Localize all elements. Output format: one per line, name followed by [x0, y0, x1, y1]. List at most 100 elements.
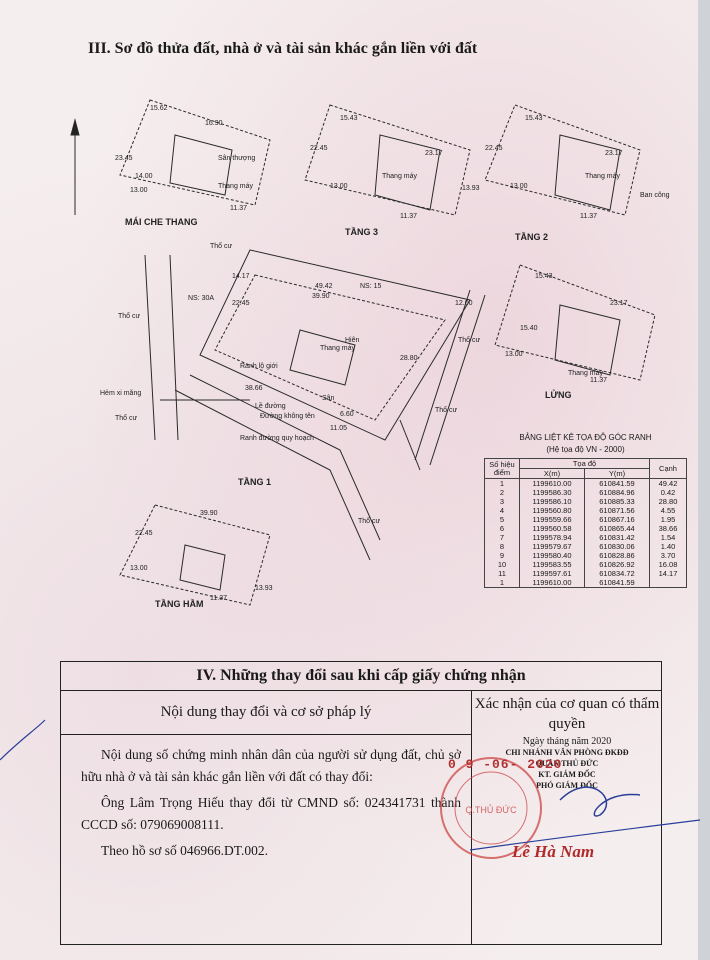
- svg-text:38.66: 38.66: [245, 385, 263, 392]
- svg-text:NS: 30A: NS: 30A: [188, 295, 214, 302]
- svg-text:Lề đường: Lề đường: [255, 401, 286, 410]
- svg-text:Thổ cư: Thổ cư: [210, 242, 233, 250]
- svg-text:NS: 15: NS: 15: [360, 283, 382, 290]
- label-mai-che-thang: MÁI CHE THANG: [125, 217, 198, 227]
- svg-text:Thang máy: Thang máy: [382, 173, 418, 180]
- section4-box: IV. Những thay đổi sau khi cấp giấy chứn…: [60, 661, 662, 945]
- svg-text:23.17: 23.17: [605, 150, 623, 157]
- change-paragraph-3: Theo hồ sơ số 046966.DT.002.: [101, 843, 269, 858]
- svg-text:Ranh đường quy hoạch: Ranh đường quy hoạch: [240, 435, 314, 442]
- svg-text:23.17: 23.17: [425, 150, 443, 157]
- left-column-header: Nội dung thay đổi và cơ sở pháp lý: [61, 690, 471, 735]
- svg-text:13.00: 13.00: [330, 183, 348, 190]
- svg-text:15.43: 15.43: [525, 115, 543, 122]
- signer-name: Lê Hà Nam: [512, 842, 595, 861]
- label-tang-2: TẦNG 2: [515, 232, 548, 242]
- official-seal-icon: Q.THỦ ĐỨC: [440, 757, 542, 859]
- org-line-4: PHÓ GIÁM ĐỐC: [536, 781, 598, 790]
- svg-text:16.90: 16.90: [205, 120, 223, 127]
- section4-title: IV. Những thay đổi sau khi cấp giấy chứn…: [61, 662, 661, 691]
- svg-text:13.00: 13.00: [130, 187, 148, 194]
- svg-text:22.45: 22.45: [310, 145, 328, 152]
- svg-text:Ranh lộ giới: Ranh lộ giới: [240, 363, 278, 370]
- svg-text:Thang máy: Thang máy: [218, 183, 254, 190]
- svg-text:14.17: 14.17: [232, 273, 250, 280]
- svg-text:22.45: 22.45: [485, 145, 503, 152]
- svg-text:15.40: 15.40: [520, 325, 538, 332]
- svg-text:14.00: 14.00: [135, 173, 153, 180]
- svg-text:11.37: 11.37: [590, 377, 607, 384]
- svg-text:Hẻm xi măng: Hẻm xi măng: [100, 390, 141, 397]
- label-tang-ham: TẦNG HẦM: [155, 599, 204, 609]
- land-plot-diagram: MÁI CHE THANG Sân thượng Thang máy 15.62…: [70, 99, 670, 609]
- svg-text:Sân: Sân: [322, 395, 335, 402]
- svg-text:Thang máy: Thang máy: [568, 370, 604, 377]
- svg-text:23.17: 23.17: [610, 300, 628, 307]
- svg-text:13.93: 13.93: [462, 185, 480, 192]
- change-content: Nội dung số chứng minh nhân dân của ngườ…: [81, 744, 461, 866]
- svg-text:13.00: 13.00: [510, 183, 528, 190]
- section3-title: III. Sơ đồ thửa đất, nhà ở và tài sản kh…: [88, 40, 478, 57]
- label-lung: LỬNG: [545, 389, 571, 400]
- svg-text:12.00: 12.00: [455, 300, 473, 307]
- svg-text:11.05: 11.05: [330, 425, 347, 432]
- coord-table-title: BẢNG LIỆT KÊ TỌA ĐỘ GÓC RANH (Hệ tọa độ …: [519, 433, 652, 454]
- svg-text:49.42: 49.42: [315, 283, 333, 290]
- svg-text:11.37: 11.37: [400, 213, 417, 220]
- column-divider: [471, 690, 472, 944]
- scan-edge: [698, 0, 710, 960]
- svg-text:Hiên: Hiên: [345, 337, 360, 344]
- label-tang-3: TẦNG 3: [345, 227, 378, 237]
- svg-text:Q.THỦ ĐỨC: Q.THỦ ĐỨC: [465, 804, 517, 815]
- org-line-2: QUẬN THỦ ĐỨC: [535, 759, 599, 768]
- svg-text:Thổ cư: Thổ cư: [115, 414, 138, 422]
- right-column-header: Xác nhận của cơ quan có thẩm quyền: [474, 696, 660, 732]
- svg-text:Thổ cư: Thổ cư: [435, 406, 458, 414]
- svg-text:22.45: 22.45: [232, 300, 250, 307]
- svg-text:15.43: 15.43: [535, 273, 553, 280]
- date-line: Ngày tháng năm 2020: [522, 736, 612, 747]
- org-line-3: KT. GIÁM ĐỐC: [538, 770, 596, 779]
- svg-text:13.00: 13.00: [130, 565, 148, 572]
- svg-text:13.93: 13.93: [255, 585, 273, 592]
- svg-text:6.60: 6.60: [340, 411, 354, 418]
- svg-text:Sân thượng: Sân thượng: [218, 155, 255, 162]
- svg-text:Thổ cư: Thổ cư: [458, 336, 481, 344]
- svg-text:23.45: 23.45: [115, 155, 133, 162]
- svg-text:Thổ cư: Thổ cư: [358, 517, 381, 525]
- north-arrow-icon: [70, 118, 80, 215]
- svg-text:22.45: 22.45: [135, 530, 153, 537]
- svg-text:39.90: 39.90: [312, 293, 330, 300]
- signature-block: Ngày tháng năm 2020 CHI NHÁNH VĂN PHÒNG …: [473, 736, 661, 791]
- svg-text:15.62: 15.62: [150, 105, 168, 112]
- change-paragraph-1: Nội dung số chứng minh nhân dân của ngườ…: [81, 747, 461, 784]
- svg-text:11.37: 11.37: [230, 205, 247, 212]
- org-line-1: CHI NHÁNH VĂN PHÒNG ĐKĐĐ: [505, 748, 629, 757]
- svg-text:Đường không tên: Đường không tên: [260, 413, 315, 420]
- svg-text:28.80: 28.80: [400, 355, 418, 362]
- svg-text:Ban công: Ban công: [640, 192, 670, 199]
- label-tang-1: TẦNG 1: [238, 477, 271, 487]
- svg-text:Thang máy: Thang máy: [320, 345, 356, 352]
- svg-text:13.00: 13.00: [505, 351, 523, 358]
- svg-text:39.90: 39.90: [200, 510, 218, 517]
- stamp-date: 0 9 -06- 2020: [448, 757, 563, 772]
- svg-text:15.43: 15.43: [340, 115, 358, 122]
- svg-text:Thang máy: Thang máy: [585, 173, 621, 180]
- svg-text:Thổ cư: Thổ cư: [118, 312, 141, 320]
- change-paragraph-2: Ông Lâm Trọng Hiếu thay đổi từ CMND số: …: [81, 795, 461, 832]
- svg-text:11.37: 11.37: [580, 213, 597, 220]
- svg-text:11.37: 11.37: [210, 595, 227, 602]
